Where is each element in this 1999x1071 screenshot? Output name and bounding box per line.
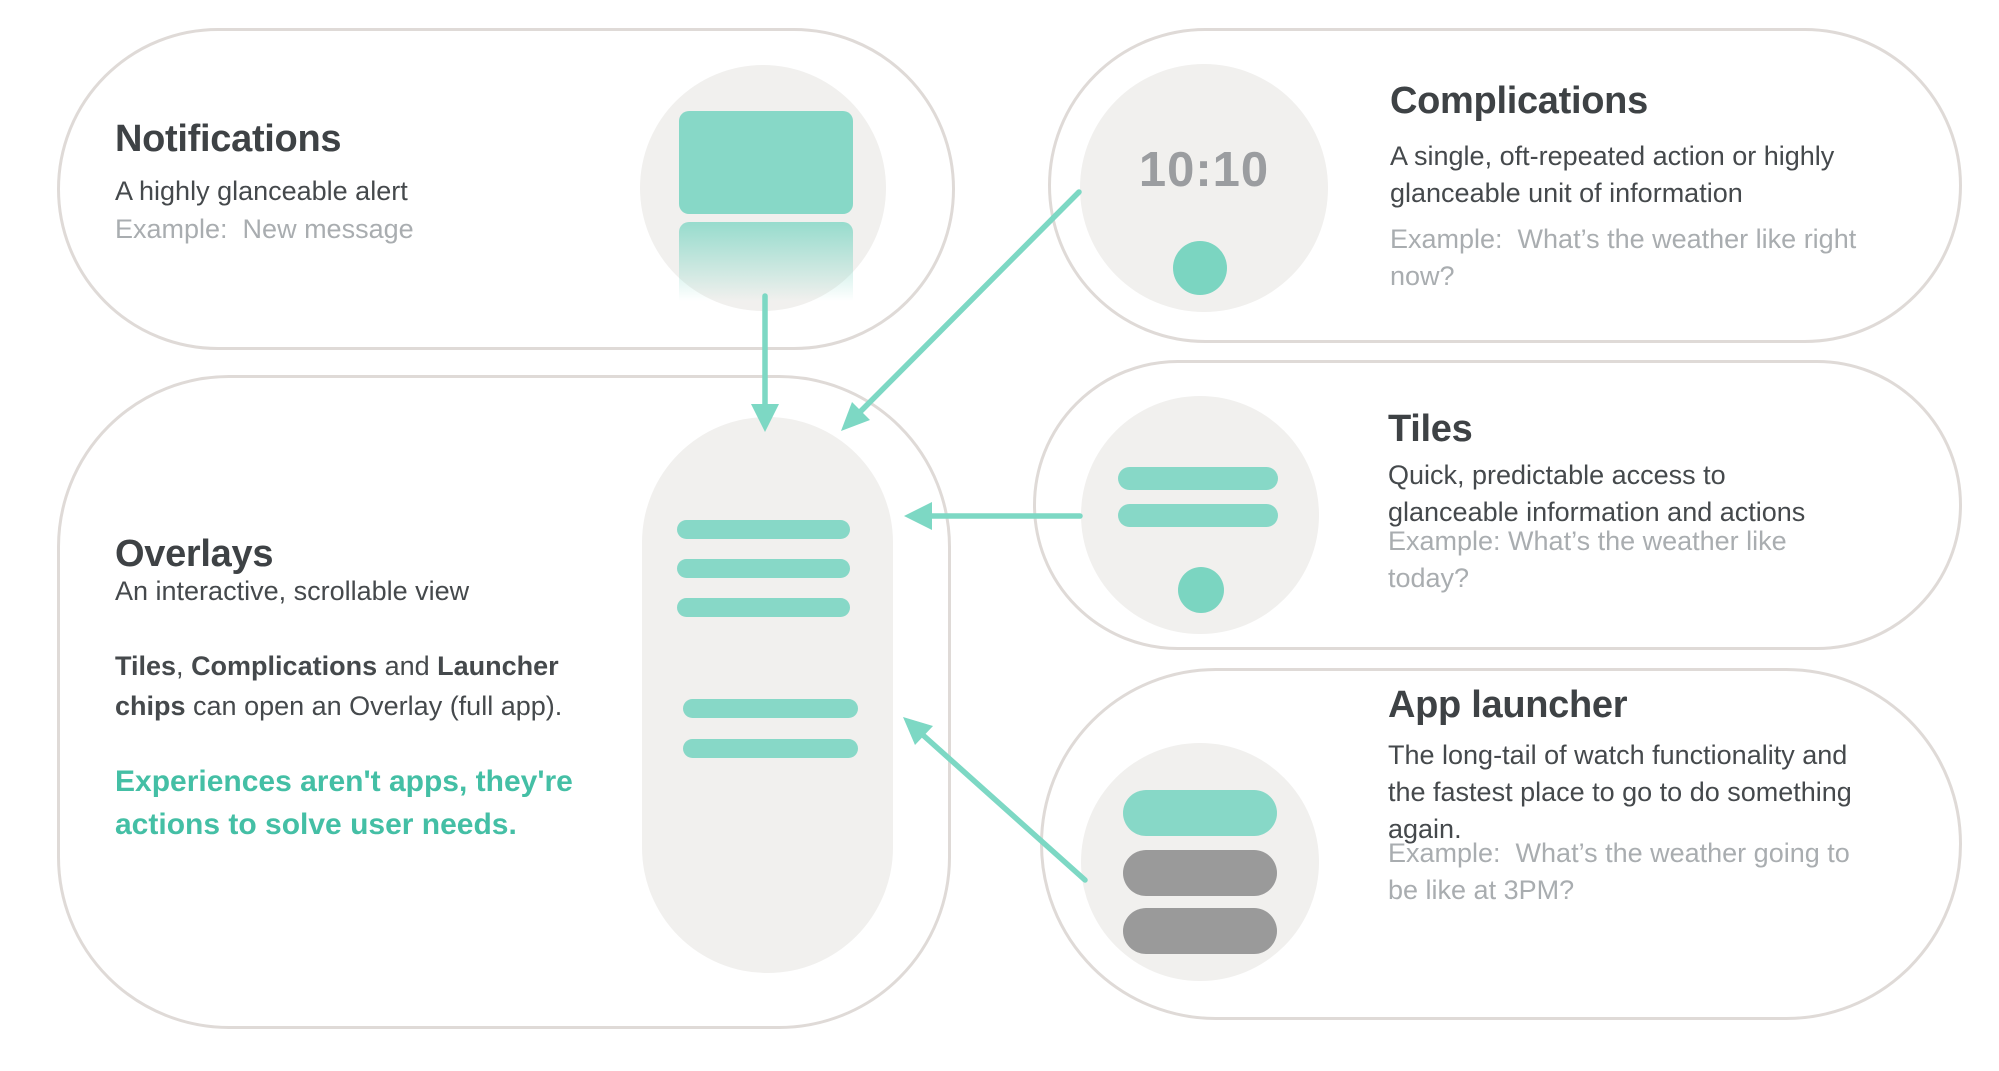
- overlay-content-bar-shape: [683, 699, 858, 718]
- notification-alert-fade-shape: [679, 222, 853, 308]
- app-launcher-description: The long-tail of watch functionality and…: [1388, 740, 1852, 844]
- tile-dot-shape: [1178, 567, 1224, 613]
- watch-time: 10:10: [1138, 143, 1270, 197]
- tile-bar-shape: [1118, 467, 1278, 490]
- complications-title: Complications: [1390, 80, 1648, 122]
- launcher-chip-gray-shape: [1123, 850, 1277, 896]
- overlays-paragraph: Tiles, Complications and Launcher chips …: [115, 651, 563, 721]
- tiles-title: Tiles: [1388, 408, 1473, 450]
- overlays-title: Overlays: [115, 533, 274, 575]
- notification-alert-shape: [679, 111, 853, 214]
- overlay-screen-mockup: [642, 417, 893, 973]
- launcher-chip-teal-shape: [1123, 790, 1277, 836]
- tiles-example: Example: What’s the weather like today?: [1388, 526, 1787, 593]
- overlay-content-bar-shape: [683, 739, 858, 758]
- overlays-subtitle: An interactive, scrollable view: [115, 576, 470, 606]
- complications-description: A single, oft-repeated action or highly …: [1390, 141, 1835, 208]
- app-launcher-example: Example: What’s the weather going to be …: [1388, 838, 1850, 905]
- notifications-title: Notifications: [115, 118, 342, 160]
- complications-example: Example: What’s the weather like right n…: [1390, 224, 1857, 291]
- overlays-statement: Experiences aren't apps, they're actions…: [115, 765, 573, 841]
- overlay-content-bar-shape: [677, 559, 850, 578]
- tile-bar-shape: [1118, 504, 1278, 527]
- overlay-content-bar-shape: [677, 598, 850, 617]
- notifications-example: Example: New message: [115, 214, 414, 244]
- overlay-content-bar-shape: [677, 520, 850, 539]
- notifications-description: A highly glanceable alert: [115, 176, 408, 206]
- launcher-chip-gray-shape: [1123, 908, 1277, 954]
- app-launcher-title: App launcher: [1388, 684, 1628, 726]
- complication-dot-shape: [1173, 241, 1227, 295]
- tiles-description: Quick, predictable access to glanceable …: [1388, 460, 1806, 527]
